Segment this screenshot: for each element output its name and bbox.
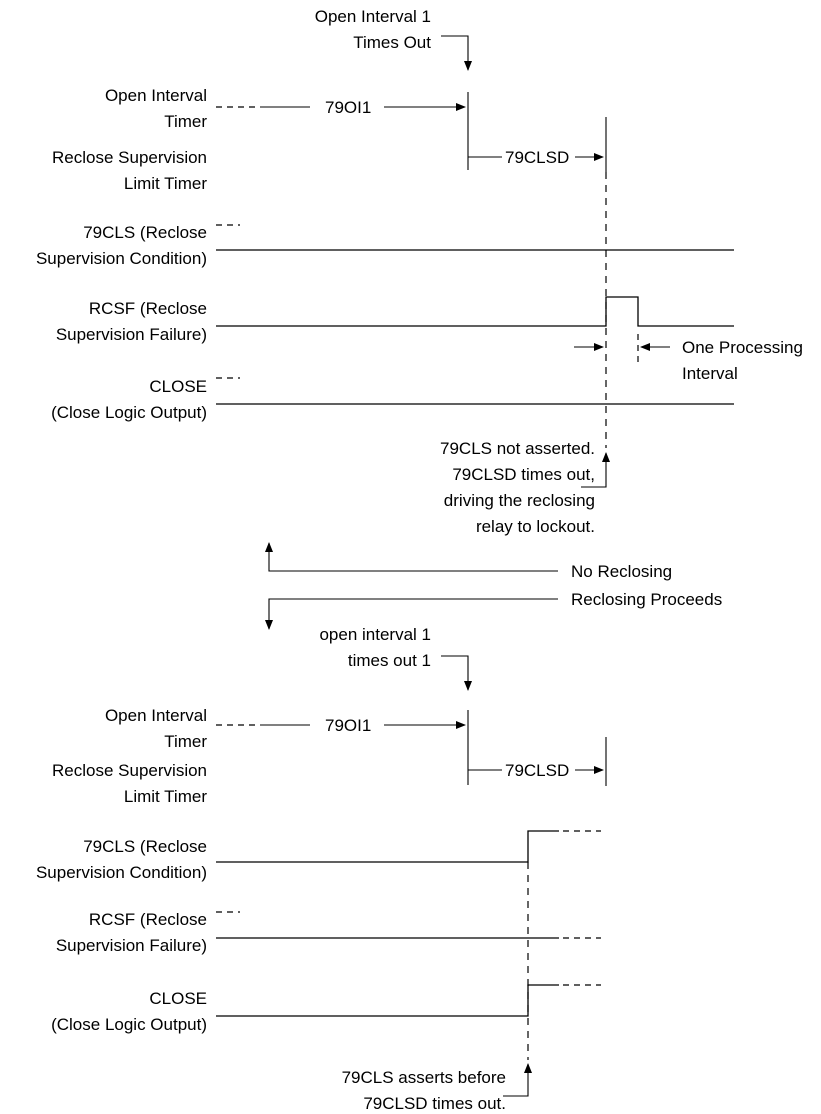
label-rcsf-2-line1: RCSF (Reclose [89,910,207,929]
event-open-interval-1-times-out-1-line1: open interval 1 [319,625,431,644]
branch-section: No Reclosing Reclosing Proceeds [265,542,722,630]
event-arrow-2 [441,655,472,691]
label-reclose-supervision-limit-timer-line1: Reclose Supervision [52,148,207,167]
label-open-interval-timer-2-line2: Timer [164,732,207,751]
note-line2: 79CLSD times out, [452,465,595,484]
no-reclosing-label: No Reclosing [571,562,672,581]
label-reclose-supervision-limit-timer-line2: Limit Timer [124,174,207,193]
event-arrow [441,35,472,71]
label-close-2-line2: (Close Logic Output) [51,1015,207,1034]
label-reclose-supervision-limit-timer-2-line1: Reclose Supervision [52,761,207,780]
note-2-line2: 79CLSD times out. [363,1094,506,1113]
label-reclose-supervision-limit-timer-2-line2: Limit Timer [124,787,207,806]
note-line1: 79CLS not asserted. [440,439,595,458]
timer-79oi1-2-label: 79OI1 [325,716,371,735]
event-open-interval-1-times-out-1-line2: times out 1 [348,651,431,670]
wave-rcsf [216,296,734,327]
label-79cls-line1: 79CLS (Reclose [83,223,207,242]
label-79cls-2-line2: Supervision Condition) [36,863,207,882]
note-2-arrow [503,1063,532,1097]
event-open-interval-1-times-out-line2: Times Out [353,33,431,52]
note-arrow [581,452,610,488]
label-rcsf-2-line2: Supervision Failure) [56,936,207,955]
note-line4: relay to lockout. [476,517,595,536]
label-open-interval-timer-line2: Timer [164,112,207,131]
processing-note-line2: Interval [682,364,738,383]
label-close-line1: CLOSE [149,377,207,396]
timer-79clsd-label: 79CLSD [505,148,569,167]
label-open-interval-timer-2-line1: Open Interval [105,706,207,725]
label-close-2-line1: CLOSE [149,989,207,1008]
event-open-interval-1-times-out-line1: Open Interval 1 [315,7,431,26]
processing-note-line1: One Processing [682,338,803,357]
label-open-interval-timer-line1: Open Interval [105,86,207,105]
note-line3: driving the reclosing [444,491,595,510]
label-79cls-line2: Supervision Condition) [36,249,207,268]
reclosing-proceeds-label: Reclosing Proceeds [571,590,722,609]
wave-79cls-2 [216,830,559,863]
no-reclosing-arrow [265,542,558,572]
panel-reclosing-proceeds: open interval 1 times out 1 Open Interva… [36,625,607,1113]
label-79cls-2-line1: 79CLS (Reclose [83,837,207,856]
timer-79oi1-label: 79OI1 [325,98,371,117]
wave-close-2 [216,984,559,1017]
label-rcsf-line2: Supervision Failure) [56,325,207,344]
label-close-line2: (Close Logic Output) [51,403,207,422]
panel-no-reclosing: Open Interval 1 Times Out Open Interval … [36,7,803,536]
note-2-line1: 79CLS asserts before [342,1068,506,1087]
label-rcsf-line1: RCSF (Reclose [89,299,207,318]
timer-79clsd-2-label: 79CLSD [505,761,569,780]
reclosing-proceeds-arrow [265,598,558,630]
